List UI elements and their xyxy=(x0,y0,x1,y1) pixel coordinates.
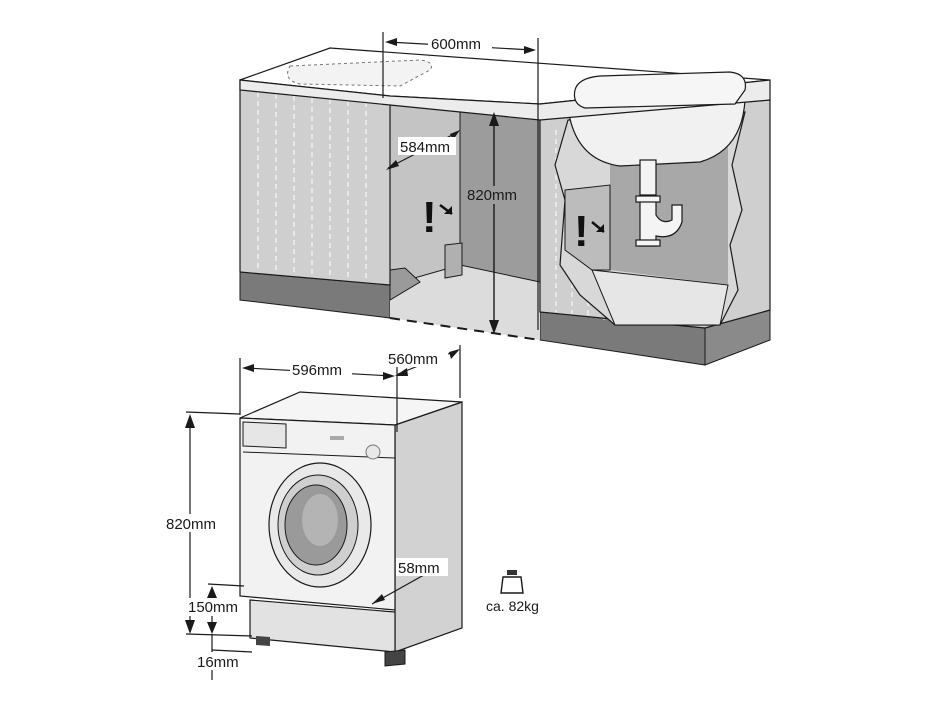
cabinet-height-dimension xyxy=(489,112,499,334)
warning-icon-left: ! xyxy=(422,193,453,242)
worktop-sink-opening xyxy=(573,71,747,109)
door-glass-highlight xyxy=(302,494,338,546)
washing-machine-icon xyxy=(239,391,463,667)
worktop-front-edge xyxy=(239,79,771,121)
cabinet-width-label: 600mm xyxy=(431,36,481,53)
interior-side-panel xyxy=(564,184,611,271)
hob-recess xyxy=(287,59,433,87)
machine-depth-label: 560mm xyxy=(388,351,438,368)
warning-symbol: ! xyxy=(574,207,589,256)
machine-foot-front xyxy=(256,636,270,646)
siphon-pipe-icon xyxy=(635,159,683,247)
plinth-height-label: 150mm xyxy=(188,599,238,616)
warning-symbol: ! xyxy=(422,193,437,242)
left-cabinet-texture xyxy=(257,92,367,281)
machine-width-label: 596mm xyxy=(292,362,342,379)
brand-plate xyxy=(330,436,344,440)
recess-label: 58mm xyxy=(398,560,440,577)
left-cabinet-front xyxy=(239,79,391,286)
niche-notch xyxy=(389,267,421,301)
detergent-drawer xyxy=(242,421,287,449)
niche-floor xyxy=(390,265,540,340)
niche-leg xyxy=(444,242,463,279)
warning-icon-right: ! xyxy=(574,207,605,256)
weight-label: ca. 82kg xyxy=(486,598,539,614)
interior-floor xyxy=(591,269,729,326)
niche-floor-dashed-line xyxy=(389,317,541,341)
cabinet-height-label: 820mm xyxy=(467,187,517,204)
machine-height-label: 820mm xyxy=(166,516,216,533)
machine-side xyxy=(394,401,463,653)
cabinet-depth-label: 584mm xyxy=(400,139,450,156)
machine-foot xyxy=(384,649,406,667)
cabinet-scene: ! ! 600mm 584mm xyxy=(239,32,771,366)
sink-icon xyxy=(567,99,746,167)
weight-icon xyxy=(500,570,524,594)
program-knob xyxy=(365,444,381,460)
foot-height-label: 16mm xyxy=(197,654,239,671)
